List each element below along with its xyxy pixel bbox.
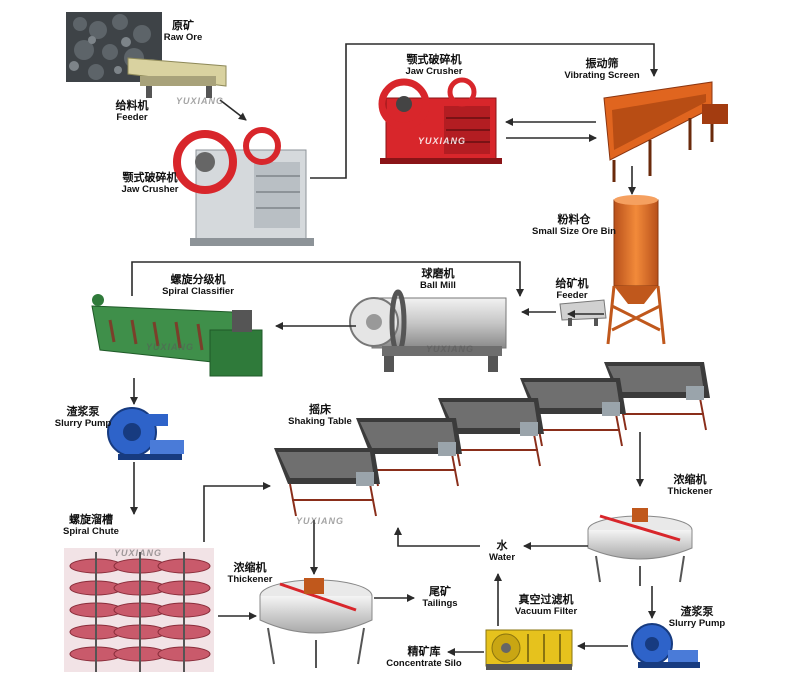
label-feeder-top-en: Feeder <box>116 111 148 123</box>
label-thickener-2: 浓缩机 Thickener <box>662 473 718 498</box>
label-spiral-chute-en: Spiral Chute <box>63 525 119 537</box>
label-vibrating-screen-cn: 振动筛 <box>585 57 619 70</box>
label-vacuum-filter-en: Vacuum Filter <box>514 605 578 617</box>
feeder-mid-image <box>559 299 607 326</box>
watermark-3: YUXIANG <box>146 342 195 352</box>
label-tailings: 尾矿 Tailings <box>416 585 464 610</box>
label-raw-ore-en: Raw Ore <box>163 31 203 43</box>
label-concentrate-silo-cn: 精矿库 <box>407 645 441 658</box>
label-feeder-top: 给料机 Feeder <box>104 99 160 124</box>
label-thickener-1-cn: 浓缩机 <box>233 561 267 574</box>
ore-bin-image <box>606 195 666 345</box>
label-thickener-1-en: Thickener <box>227 573 273 585</box>
label-vacuum-filter: 真空过滤机 Vacuum Filter <box>506 593 586 618</box>
label-shaking-table-cn: 摇床 <box>309 403 331 416</box>
label-jaw-crusher-1-en: Jaw Crusher <box>121 183 179 195</box>
slurry-pump-2-image <box>631 623 700 668</box>
label-slurry-pump-2-cn: 渣浆泵 <box>680 605 714 618</box>
label-concentrate-silo: 精矿库 Concentrate Silo <box>378 645 470 670</box>
watermark-5: YUXIANG <box>296 516 345 526</box>
label-feeder-mid-en: Feeder <box>556 289 588 301</box>
watermark-6: YUXIANG <box>114 548 163 558</box>
label-slurry-pump-2-en: Slurry Pump <box>668 617 726 629</box>
arrow-water-to-shaking-table <box>394 527 480 547</box>
arrow-jaw-crusher-to-vibrating-screen <box>310 43 658 179</box>
arrow-classifier-return-to-ball-mill <box>131 261 524 297</box>
label-water-cn: 水 <box>496 539 508 552</box>
label-spiral-classifier: 螺旋分级机 Spiral Classifier <box>150 273 246 298</box>
label-ore-bin-cn: 粉料仓 <box>557 213 591 226</box>
label-ball-mill-en: Ball Mill <box>420 279 456 291</box>
label-ball-mill-cn: 球磨机 <box>421 267 455 280</box>
label-spiral-classifier-en: Spiral Classifier <box>162 285 234 297</box>
label-jaw-crusher-2-cn: 颚式破碎机 <box>406 53 462 66</box>
label-spiral-classifier-cn: 螺旋分级机 <box>170 273 226 286</box>
label-thickener-2-cn: 浓缩机 <box>673 473 707 486</box>
label-vibrating-screen-en: Vibrating Screen <box>564 69 640 81</box>
shaking-table-image-2 <box>520 378 626 447</box>
label-jaw-crusher-2-en: Jaw Crusher <box>405 65 463 77</box>
label-ball-mill: 球磨机 Ball Mill <box>410 267 466 292</box>
jaw-crusher-1-image <box>173 127 314 246</box>
thickener-2-image <box>587 508 693 586</box>
label-spiral-chute-cn: 螺旋溜槽 <box>69 513 113 526</box>
label-jaw-crusher-1-cn: 颚式破碎机 <box>122 171 178 184</box>
label-feeder-top-cn: 给料机 <box>115 99 149 112</box>
label-concentrate-silo-en: Concentrate Silo <box>386 657 462 669</box>
label-thickener-1: 浓缩机 Thickener <box>224 561 276 586</box>
raw-ore-image <box>66 12 162 82</box>
label-tailings-en: Tailings <box>422 597 458 609</box>
label-water: 水 Water <box>482 539 522 564</box>
arrow-feeder-to-jaw-crusher <box>219 99 247 121</box>
watermark-4: YUXIANG <box>426 344 475 354</box>
shaking-table-image-3 <box>438 398 544 467</box>
label-water-en: Water <box>488 551 516 563</box>
label-feeder-mid: 给矿机 Feeder <box>544 277 600 302</box>
label-raw-ore-cn: 原矿 <box>172 19 194 32</box>
label-vacuum-filter-cn: 真空过滤机 <box>518 593 574 606</box>
label-jaw-crusher-2: 颚式破碎机 Jaw Crusher <box>396 53 472 78</box>
spiral-chute-image <box>64 548 214 672</box>
spiral-classifier-image <box>91 294 263 377</box>
thickener-1-image <box>259 578 373 668</box>
label-slurry-pump-1: 渣浆泵 Slurry Pump <box>48 405 118 430</box>
shaking-table-image-1 <box>604 362 710 431</box>
label-ore-bin: 粉料仓 Small Size Ore Bin <box>524 213 624 238</box>
label-shaking-table: 摇床 Shaking Table <box>282 403 358 428</box>
watermark-1: YUXIANG <box>176 96 225 106</box>
shaking-table-image-5 <box>274 448 380 517</box>
label-jaw-crusher-1: 颚式破碎机 Jaw Crusher <box>112 171 188 196</box>
label-slurry-pump-2: 渣浆泵 Slurry Pump <box>662 605 732 630</box>
watermark-2: YUXIANG <box>418 136 467 146</box>
label-raw-ore: 原矿 Raw Ore <box>160 19 206 44</box>
vacuum-filter-image <box>485 629 573 670</box>
feeder-top-image <box>127 57 227 98</box>
vibrating-screen-image <box>603 81 728 182</box>
label-feeder-mid-cn: 给矿机 <box>555 277 589 290</box>
label-slurry-pump-1-cn: 渣浆泵 <box>66 405 100 418</box>
label-slurry-pump-1-en: Slurry Pump <box>54 417 112 429</box>
slurry-pump-1-image <box>107 407 184 460</box>
label-ore-bin-en: Small Size Ore Bin <box>532 225 616 237</box>
jaw-crusher-2-image <box>378 77 502 164</box>
label-spiral-chute: 螺旋溜槽 Spiral Chute <box>56 513 126 538</box>
label-shaking-table-en: Shaking Table <box>288 415 352 427</box>
ball-mill-image <box>349 289 507 372</box>
label-vibrating-screen: 振动筛 Vibrating Screen <box>554 57 650 82</box>
arrow-spiral-chute-to-shaking-table <box>203 482 271 542</box>
label-thickener-2-en: Thickener <box>667 485 713 497</box>
flow-arrows <box>130 43 658 656</box>
label-tailings-cn: 尾矿 <box>429 585 451 598</box>
